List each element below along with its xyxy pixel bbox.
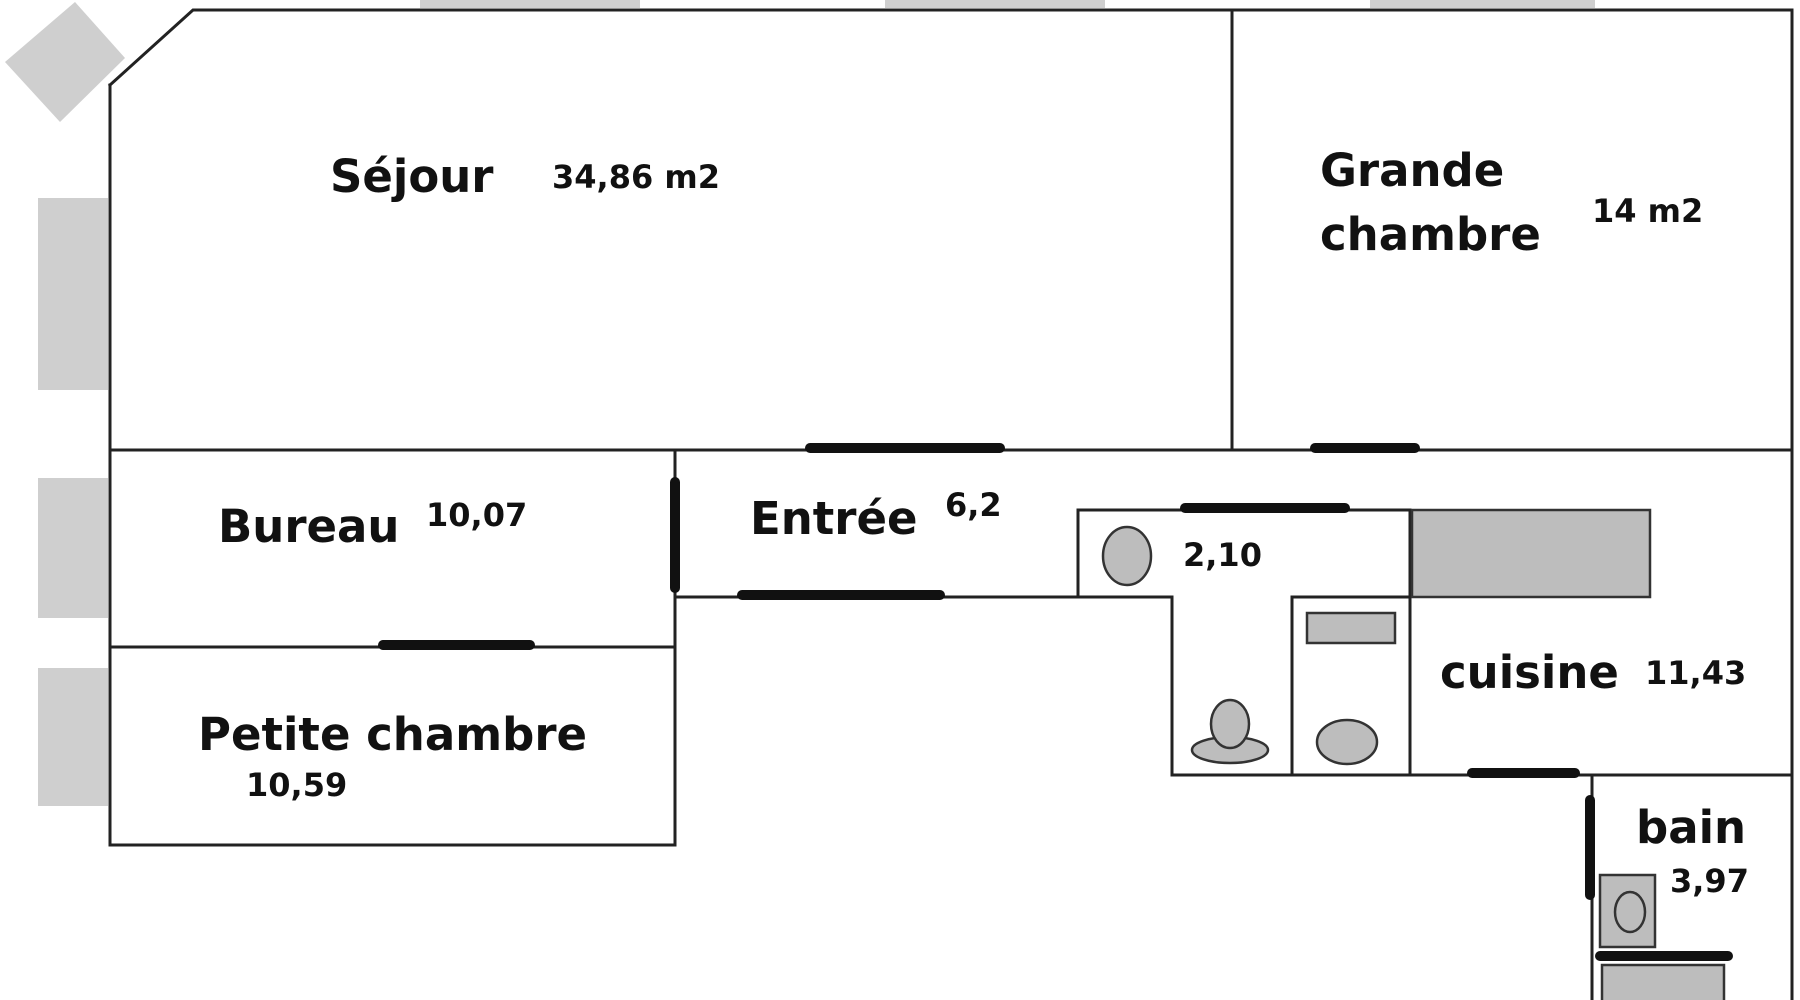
room-area-petite-chambre: 10,59 [246,766,347,804]
window-corner [5,2,125,122]
toilet-icon [1101,525,1153,587]
doors [378,443,1595,900]
windows [5,0,1595,806]
room-name-entree: Entrée [750,492,918,545]
room-area-sejour: 34,86 m2 [552,158,720,196]
room-area-wc: 2,10 [1183,536,1262,574]
room-name-grande-chambre-line2: chambre [1320,208,1541,261]
room-area-grande-chambre: 14 m2 [1592,192,1703,230]
room-area-cuisine: 11,43 [1645,654,1746,692]
window-top-1 [420,0,640,8]
window-top-2 [885,0,1105,8]
window-left-2 [38,478,108,618]
room-name-cuisine: cuisine [1440,646,1619,699]
room-area-entree: 6,2 [945,486,1002,524]
room-name-sejour: Séjour [330,150,494,203]
labels: Séjour 34,86 m2 Grande chambre 14 m2 Bur… [198,144,1749,900]
room-area-bain: 3,97 [1670,862,1749,900]
room-name-petite-chambre: Petite chambre [198,708,587,761]
washbasin-icon [1190,698,1270,765]
room-name-bureau: Bureau [218,500,399,553]
room-name-bain: bain [1636,801,1746,854]
window-top-3 [1370,0,1595,8]
bathtub-icon [1595,873,1733,1000]
sink-icon [1315,718,1379,766]
fixtures [1101,508,1733,1000]
wall-top [107,8,1794,1000]
counter-icon [1410,508,1652,599]
room-area-bureau: 10,07 [426,496,527,534]
cooktop-icon [1305,611,1397,645]
window-left-1 [38,198,108,390]
room-name-grande-chambre-line1: Grande [1320,144,1504,197]
window-left-3 [38,668,108,806]
